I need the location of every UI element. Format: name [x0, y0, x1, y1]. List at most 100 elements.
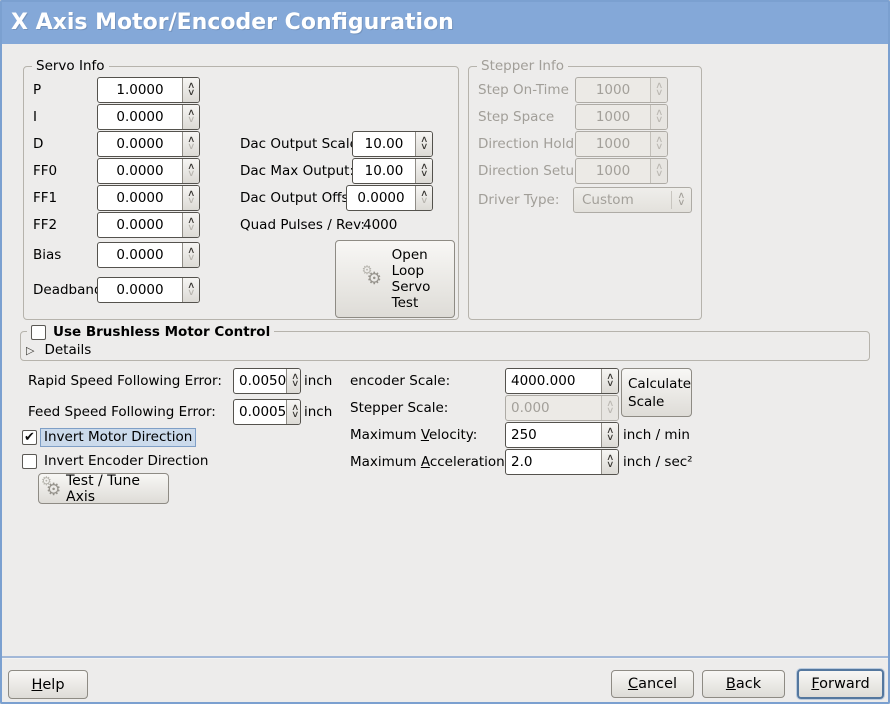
spin-down-icon[interactable] [420, 144, 428, 151]
rapid-following-error-value[interactable]: 0.0050 [239, 373, 287, 389]
spin-down-icon[interactable] [187, 198, 195, 205]
ff0-value[interactable]: 0.0000 [116, 163, 164, 179]
deadband-spinner[interactable] [182, 278, 199, 302]
dac-max-output-spinner[interactable] [415, 159, 432, 183]
driver-type-value: Custom [582, 192, 634, 208]
bias-spinner[interactable] [182, 243, 199, 267]
stepper-scale-label: Stepper Scale: [350, 400, 449, 416]
bias-input[interactable]: 0.0000 [97, 242, 200, 268]
rapid-following-error-input[interactable]: 0.0050 [233, 368, 301, 394]
bias-label: Bias [33, 247, 62, 263]
spin-down-icon[interactable] [291, 381, 299, 388]
brushless-checkbox[interactable] [31, 325, 46, 340]
expander-triangle-icon[interactable] [26, 342, 34, 358]
d-value[interactable]: 0.0000 [116, 136, 164, 152]
brushless-label[interactable]: Use Brushless Motor Control [53, 324, 271, 340]
dac-output-scale-value[interactable]: 10.00 [364, 136, 404, 152]
feed-following-error-value[interactable]: 0.0005 [239, 404, 287, 420]
spin-down-icon[interactable] [187, 144, 195, 151]
spin-down-icon [655, 90, 663, 97]
spin-down-icon[interactable] [606, 381, 614, 388]
max-velocity-spinner[interactable] [601, 423, 618, 447]
forward-button[interactable]: Forward [797, 669, 884, 699]
encoder-scale-input[interactable]: 4000.000 [505, 368, 619, 394]
open-loop-servo-test-button[interactable]: Open Loop Servo Test [335, 240, 455, 318]
stepper-info-panel: Stepper Info [468, 57, 702, 320]
bias-value[interactable]: 0.0000 [116, 247, 164, 263]
step-on-time-value: 1000 [595, 82, 631, 98]
deadband-input[interactable]: 0.0000 [97, 277, 200, 303]
max-velocity-input[interactable]: 250 [505, 422, 619, 448]
help-button[interactable]: Help [8, 670, 88, 699]
dac-output-offset-input[interactable]: 0.0000 [346, 185, 433, 211]
back-button[interactable]: Back [702, 670, 785, 698]
ff0-input[interactable]: 0.0000 [97, 158, 200, 184]
encoder-scale-spinner[interactable] [601, 369, 618, 393]
max-acceleration-spinner[interactable] [601, 450, 618, 474]
dac-output-scale-input[interactable]: 10.00 [352, 131, 433, 157]
spin-down-icon[interactable] [187, 225, 195, 232]
spin-down-icon[interactable] [187, 171, 195, 178]
details-expander[interactable]: Details [26, 341, 91, 359]
encoder-scale-value[interactable]: 4000.000 [511, 373, 576, 389]
open-loop-servo-test-label: Open Loop Servo Test [391, 247, 431, 311]
spin-down-icon[interactable] [606, 462, 614, 469]
dac-output-offset-spinner[interactable] [415, 186, 432, 210]
p-value[interactable]: 1.0000 [116, 82, 164, 98]
spin-down-icon[interactable] [187, 255, 195, 262]
dac-max-output-input[interactable]: 10.00 [352, 158, 433, 184]
test-tune-axis-button[interactable]: Test / Tune Axis [38, 473, 169, 505]
i-value[interactable]: 0.0000 [116, 109, 164, 125]
brushless-panel: Use Brushless Motor Control [20, 323, 870, 361]
dac-output-offset-label: Dac Output Offset: [240, 190, 367, 206]
spin-down-icon[interactable] [606, 435, 614, 442]
driver-type-select: Custom [573, 187, 692, 213]
back-label: Back [725, 676, 762, 692]
i-spinner[interactable] [182, 105, 199, 129]
spin-down-icon[interactable] [420, 198, 428, 205]
ff1-input[interactable]: 0.0000 [97, 185, 200, 211]
spin-down-icon[interactable] [187, 290, 195, 297]
ff2-input[interactable]: 0.0000 [97, 212, 200, 238]
d-input[interactable]: 0.0000 [97, 131, 200, 157]
ff1-value[interactable]: 0.0000 [116, 190, 164, 206]
max-acceleration-value[interactable]: 2.0 [511, 454, 533, 470]
feed-following-error-spinner[interactable] [286, 400, 300, 424]
rapid-following-error-spinner[interactable] [286, 369, 300, 393]
dac-max-output-value[interactable]: 10.00 [364, 163, 404, 179]
ff1-spinner[interactable] [182, 186, 199, 210]
spin-down-icon[interactable] [187, 90, 195, 97]
p-spinner[interactable] [182, 78, 199, 102]
cancel-button[interactable]: Cancel [611, 670, 694, 698]
invert-motor-direction-checkbox[interactable]: ✔ [22, 429, 37, 445]
max-acceleration-input[interactable]: 2.0 [505, 449, 619, 475]
deadband-value[interactable]: 0.0000 [116, 282, 164, 298]
step-on-time-spinner [650, 78, 667, 102]
invert-encoder-direction-label[interactable]: Invert Encoder Direction [44, 453, 209, 469]
i-input[interactable]: 0.0000 [97, 104, 200, 130]
combo-divider [671, 191, 672, 209]
spin-down-icon[interactable] [187, 117, 195, 124]
ff2-value[interactable]: 0.0000 [116, 217, 164, 233]
dac-output-offset-value[interactable]: 0.0000 [357, 190, 405, 206]
calculate-scale-button[interactable]: Calculate Scale [621, 368, 692, 417]
p-input[interactable]: 1.0000 [97, 77, 200, 103]
dac-output-scale-spinner[interactable] [415, 132, 432, 156]
feed-following-error-input[interactable]: 0.0005 [233, 399, 301, 425]
invert-motor-direction-label[interactable]: Invert Motor Direction [40, 427, 197, 447]
help-label: Help [31, 676, 65, 693]
invert-motor-direction-row: ✔ Invert Motor Direction [22, 427, 197, 447]
d-spinner[interactable] [182, 132, 199, 156]
spin-down-icon[interactable] [420, 171, 428, 178]
spin-down-icon[interactable] [291, 412, 299, 419]
max-velocity-value[interactable]: 250 [511, 427, 537, 443]
d-label: D [33, 136, 44, 152]
max-velocity-unit: inch / min [623, 427, 690, 443]
encoder-scale-label: encoder Scale: [350, 373, 451, 389]
ff2-spinner[interactable] [182, 213, 199, 237]
details-label[interactable]: Details [44, 342, 92, 358]
direction-setup-input: 1000 [575, 158, 668, 184]
invert-encoder-direction-checkbox[interactable] [22, 453, 37, 469]
ff0-spinner[interactable] [182, 159, 199, 183]
